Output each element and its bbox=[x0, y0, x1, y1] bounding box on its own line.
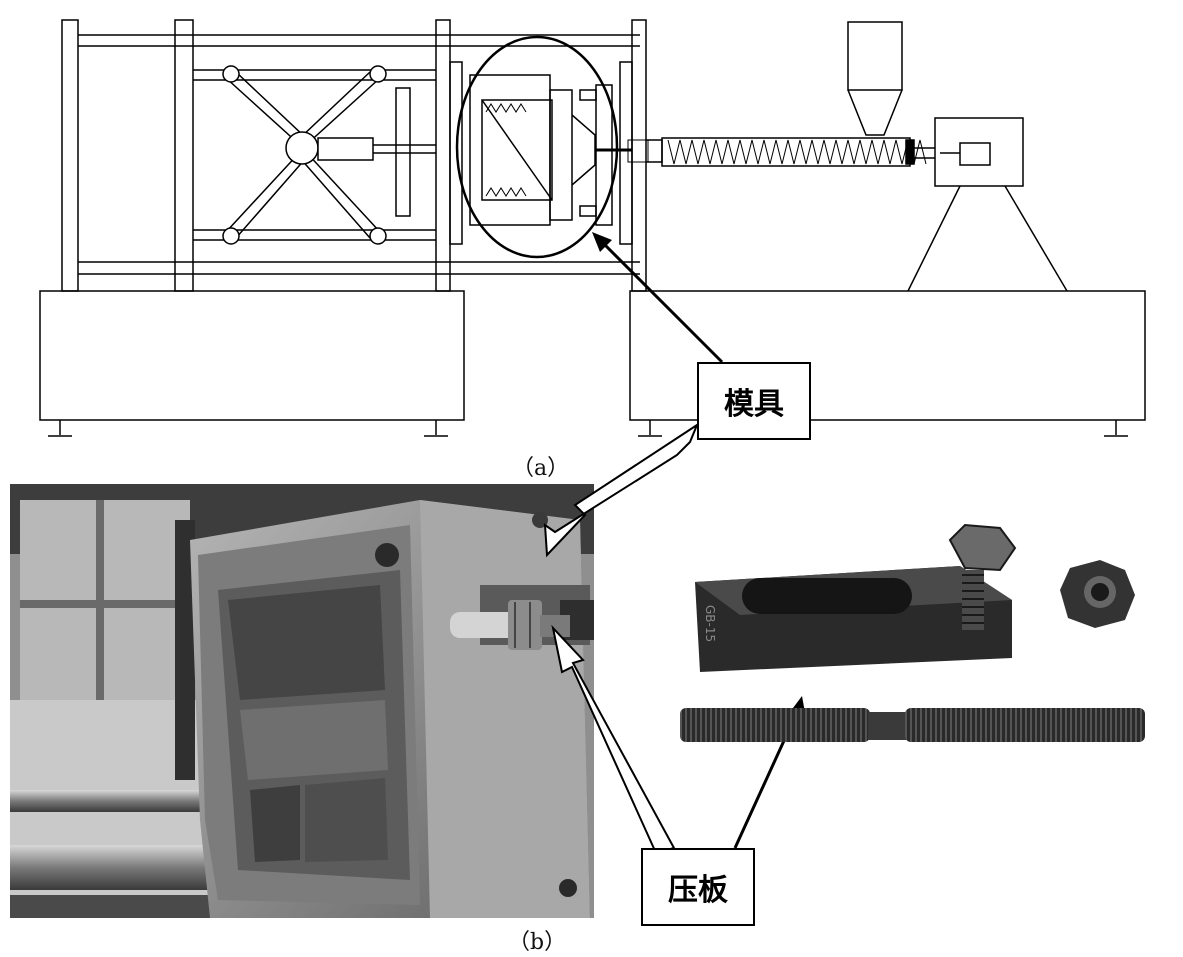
fixed-platen bbox=[631, 19, 647, 292]
mold-schematic bbox=[449, 61, 633, 245]
mold-photo bbox=[10, 484, 594, 918]
bold-arrow-icon bbox=[592, 232, 724, 364]
mold-highlight-ellipse bbox=[455, 35, 619, 259]
hollow-arrow-icon bbox=[543, 422, 700, 855]
moving-platen bbox=[435, 19, 451, 292]
clamp-hardware-photo: GB-15 bbox=[680, 523, 1145, 742]
hopper bbox=[847, 21, 903, 91]
drive-unit bbox=[934, 117, 1024, 187]
caption-a: （a） bbox=[512, 456, 570, 481]
clamp-unit-base bbox=[39, 290, 465, 421]
tie-bars bbox=[78, 34, 640, 275]
rear-platen bbox=[61, 19, 79, 292]
clamp-plate-stamp: GB-15 bbox=[703, 605, 717, 642]
machine-feet bbox=[48, 420, 1128, 437]
clamp-plate-label: 压板 bbox=[641, 848, 755, 926]
injection-unit-base bbox=[629, 290, 1146, 421]
caption-b: （b） bbox=[508, 930, 567, 955]
injection-unit bbox=[596, 21, 1068, 292]
mold-label: 模具 bbox=[697, 362, 811, 440]
machine-diagram bbox=[39, 19, 1146, 437]
ejector-plate bbox=[395, 87, 411, 217]
toggle-mechanism bbox=[193, 65, 436, 245]
toggle-support-plate bbox=[174, 19, 194, 292]
